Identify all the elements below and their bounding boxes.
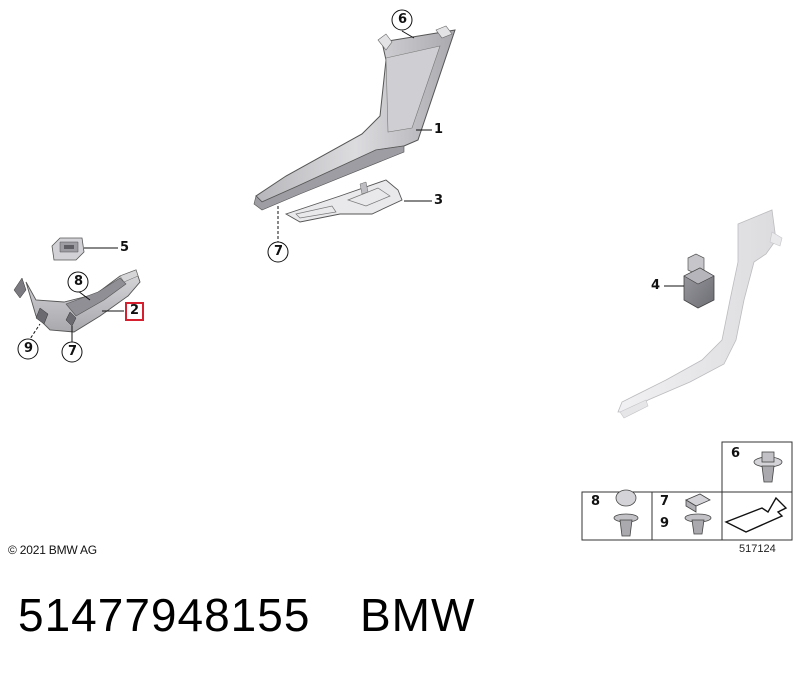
callout-circles xyxy=(17,9,413,363)
callout-7-upper: 7 xyxy=(274,244,284,259)
callout-4: 4 xyxy=(651,278,661,293)
callout-5: 5 xyxy=(120,240,130,255)
callout-3: 3 xyxy=(434,193,444,208)
legend-label-6: 6 xyxy=(731,446,741,461)
copyright-notice: © 2021 BMW AG xyxy=(8,543,97,557)
clip-icon-7-9 xyxy=(684,493,712,535)
diagram-id: 517124 xyxy=(739,543,776,555)
part-number: 51477948155 xyxy=(18,589,311,641)
callout-9: 9 xyxy=(24,341,34,356)
part-5-cover xyxy=(51,237,85,261)
rivet-icon-8 xyxy=(613,489,639,537)
callout-7-lower: 7 xyxy=(68,344,78,359)
clip-icon-6 xyxy=(753,451,783,483)
part-3-bracket xyxy=(284,179,403,223)
part-1-pillar-trim xyxy=(253,25,456,211)
part-4-spacer xyxy=(683,253,715,309)
leader-lines xyxy=(27,30,684,343)
orientation-arrow-icon xyxy=(724,496,788,533)
callout-8: 8 xyxy=(74,274,84,289)
callout-1: 1 xyxy=(434,122,444,137)
pale-pillar-trim xyxy=(617,209,783,419)
brand-name: BMW xyxy=(360,589,476,641)
legend-label-8: 8 xyxy=(591,494,601,509)
legend-label-9: 9 xyxy=(660,516,670,531)
part-2-sill-trim xyxy=(13,269,141,333)
callout-6: 6 xyxy=(398,12,408,27)
callout-2: 2 xyxy=(130,303,140,318)
highlight-box xyxy=(125,302,144,321)
legend-label-7: 7 xyxy=(660,494,670,509)
